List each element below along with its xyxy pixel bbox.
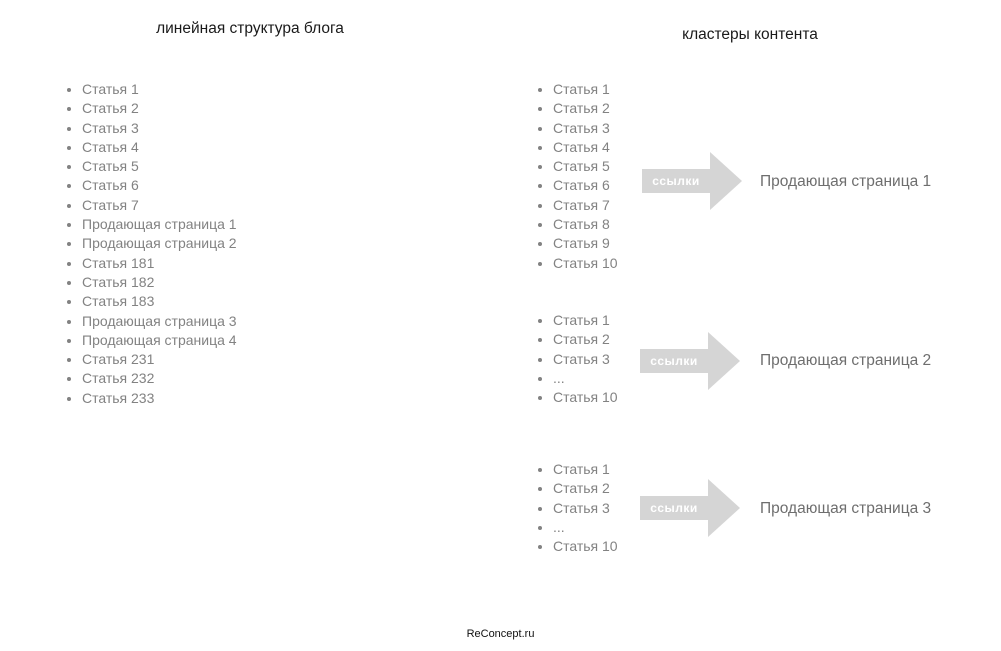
list-item: Статья 7 [60,196,237,215]
list-item: Статья 1 [60,80,237,99]
list-item: Статья 183 [60,292,237,311]
list-item: Статья 10 [531,254,618,273]
right-arrow-icon [640,479,740,537]
selling-page-1-label: Продающая страница 1 [760,173,932,190]
list-item: Статья 5 [531,157,618,176]
list-item: Статья 3 [531,499,618,518]
list-item: Статья 6 [531,176,618,195]
list-item: Статья 3 [60,119,237,138]
list-item: Статья 6 [60,176,237,195]
list-item: Статья 8 [531,215,618,234]
list-item: ... [531,518,618,537]
right-arrow-icon [640,332,740,390]
list-item: Продающая страница 1 [60,215,237,234]
links-arrow-2: ссылки [640,332,740,390]
list-item: Продающая страница 2 [60,234,237,253]
list-item: Статья 2 [531,99,618,118]
links-arrow-1: ссылки [642,152,742,210]
selling-page-2-label: Продающая страница 2 [760,352,932,369]
list-item: Статья 3 [531,350,618,369]
list-item: Статья 3 [531,119,618,138]
list-item: Статья 9 [531,234,618,253]
linear-structure-title: линейная структура блога [156,20,344,37]
list-item: Статья 232 [60,369,237,388]
list-item: Статья 10 [531,388,618,407]
arrow-label: ссылки [650,354,698,368]
list-item: Продающая страница 3 [60,312,237,331]
list-item: Статья 2 [531,330,618,349]
list-item: Статья 5 [60,157,237,176]
arrow-label: ссылки [650,501,698,515]
list-item: Статья 1 [531,311,618,330]
list-item: Статья 231 [60,350,237,369]
list-item: Статья 2 [531,479,618,498]
list-item: Статья 233 [60,389,237,408]
list-item: Статья 4 [60,138,237,157]
list-item: ... [531,369,618,388]
list-item: Статья 1 [531,460,618,479]
list-item: Продающая страница 4 [60,331,237,350]
list-item: Статья 2 [60,99,237,118]
selling-page-3-label: Продающая страница 3 [760,500,932,517]
arrow-label: ссылки [652,174,700,188]
list-item: Статья 10 [531,537,618,556]
links-arrow-3: ссылки [640,479,740,537]
list-item: Статья 4 [531,138,618,157]
list-item: Статья 7 [531,196,618,215]
content-clusters-title: кластеры контента [682,26,818,43]
right-arrow-icon [642,152,742,210]
list-item: Статья 1 [531,80,618,99]
list-item: Статья 182 [60,273,237,292]
list-item: Статья 181 [60,254,237,273]
brand-footer: ReConcept.ru [466,628,535,640]
